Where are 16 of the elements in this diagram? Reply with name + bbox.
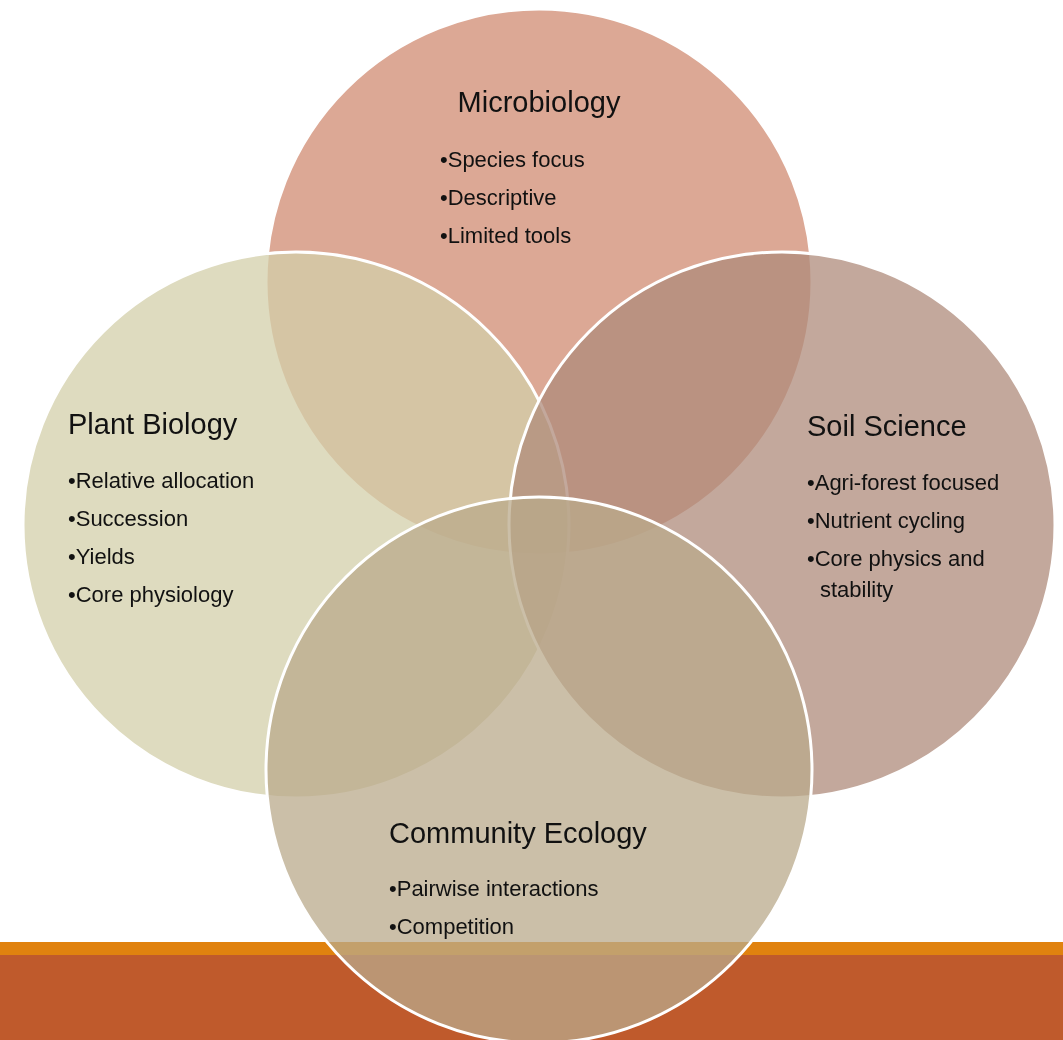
bullet-item: •Pairwise interactions (389, 875, 600, 903)
bullet-item: •Succession (68, 505, 190, 533)
bullet-item: •Relative allocation (68, 467, 256, 495)
bullet-item: •Competition (389, 913, 516, 941)
bullet-item: •Yields (68, 543, 136, 571)
bullet-item: •Agri-forest focused (807, 469, 1001, 497)
circle-heading: Microbiology (457, 86, 621, 119)
circle-heading: Community Ecology (389, 817, 647, 850)
bullet-item: •Core physiology (68, 581, 235, 609)
bullet-item: •Core physics and stability (807, 545, 986, 604)
bullet-item: •Descriptive (440, 184, 558, 212)
circle-heading: Soil Science (807, 410, 967, 443)
bullet-item: •Limited tools (440, 222, 573, 250)
circle-heading: Plant Biology (68, 408, 238, 441)
bullet-item: •Species focus (440, 146, 586, 174)
bullet-item: •Nutrient cycling (807, 507, 967, 535)
